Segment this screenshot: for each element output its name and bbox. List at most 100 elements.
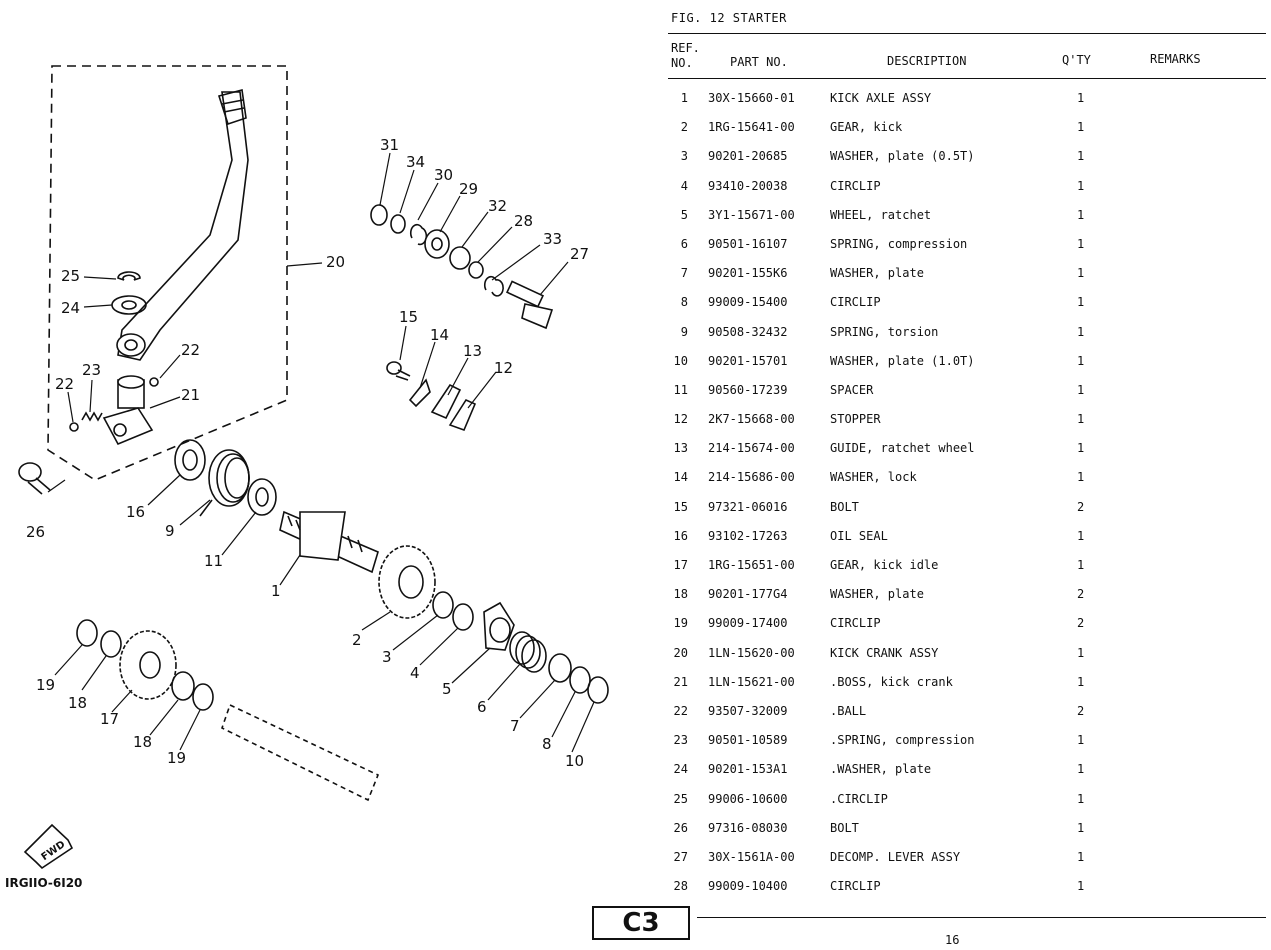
part-no-cell: 1LN-15621-00 (708, 674, 795, 689)
ball-22 (149, 377, 159, 387)
qty-cell: 1 (1077, 412, 1085, 427)
ref-cell: 15 (673, 499, 688, 514)
callout-7: 7 (510, 717, 520, 735)
ref-cell: 27 (673, 849, 688, 864)
callout-26: 26 (26, 523, 45, 541)
circlip-28 (468, 261, 484, 279)
description-cell: .BOSS, kick crank (830, 674, 953, 689)
ref-cell: 20 (673, 645, 688, 660)
ball-22b (69, 422, 79, 432)
part-no-cell: 90201-153A1 (708, 762, 788, 777)
qty-cell: 1 (1077, 207, 1085, 222)
callout-19a: 19 (36, 676, 55, 694)
part-no-cell: 99009-15400 (708, 295, 788, 310)
ref-cell: 22 (673, 703, 688, 718)
kick-idle-gear-17 (119, 630, 177, 700)
spring-30 (409, 223, 428, 246)
description-cell: DECOMP. LEVER ASSY (830, 849, 961, 864)
part-no-cell: 97316-08030 (708, 820, 788, 835)
part-no-cell: 90508-32432 (708, 324, 788, 339)
description-cell: SPRING, compression (830, 236, 968, 251)
qty-cell: 1 (1077, 295, 1085, 310)
qty-cell: 1 (1077, 645, 1085, 660)
column-header-description: DESCRIPTION (887, 54, 967, 68)
spring-33 (483, 275, 504, 297)
part-no-cell: 1RG-15651-00 (708, 558, 795, 572)
drawing-code: IRGIIO-6I20 (5, 876, 83, 890)
exploded-parts-diagram: FWD (18, 65, 609, 870)
callout-32: 32 (488, 197, 507, 215)
page-code: C3 (592, 906, 690, 940)
callout-24: 24 (61, 299, 80, 317)
callout-8: 8 (542, 735, 552, 753)
qty-cell: 1 (1077, 91, 1085, 105)
callout-19b: 19 (167, 749, 186, 767)
kick-crank-assembly-box (47, 65, 288, 481)
qty-cell: 1 (1077, 441, 1085, 456)
callout-22b: 22 (55, 375, 74, 393)
column-header-ref-no: REF. NO. (671, 41, 700, 71)
callout-21: 21 (181, 386, 200, 404)
ref-cell: 7 (680, 266, 688, 281)
callout-10: 10 (565, 752, 584, 770)
callout-22a: 22 (181, 341, 200, 359)
callout-27: 27 (570, 245, 589, 263)
part-no-cell: 90201-177G4 (708, 587, 788, 602)
callout-11: 11 (204, 552, 223, 570)
description-cell: KICK AXLE ASSY (830, 91, 932, 105)
qty-cell: 1 (1077, 178, 1085, 193)
qty-cell: 1 (1077, 470, 1085, 485)
qty-cell: 1 (1077, 791, 1085, 806)
header-rule-top (668, 33, 1266, 34)
oil-seal-16 (174, 439, 206, 481)
ref-cell: 23 (673, 733, 688, 748)
description-cell: CIRCLIP (830, 295, 881, 310)
circlip-25 (117, 271, 141, 281)
lock-washer-14 (408, 378, 431, 408)
qty-cell: 1 (1077, 149, 1085, 164)
ref-cell: 13 (673, 441, 688, 456)
part-no-cell: 99006-10600 (708, 791, 788, 806)
circlip-31 (370, 204, 388, 226)
description-cell: .WASHER, plate (830, 762, 932, 777)
ref-line-1: REF. (671, 41, 700, 55)
part-no-cell: 1LN-15620-00 (708, 645, 795, 660)
washer-3 (432, 591, 454, 619)
callout-16: 16 (126, 503, 145, 521)
ref-cell: 24 (673, 762, 688, 777)
callout-5: 5 (442, 680, 452, 698)
description-cell: BOLT (830, 499, 859, 514)
part-no-cell: 214-15686-00 (708, 470, 795, 485)
description-cell: WASHER, plate (0.5T) (830, 149, 975, 164)
ref-cell: 5 (680, 207, 688, 222)
column-header-qty: Q'TY (1062, 53, 1091, 67)
description-cell: .BALL (830, 703, 867, 718)
bolt-26 (18, 462, 51, 495)
part-no-cell: 3Y1-15671-00 (708, 207, 795, 222)
callout-9: 9 (165, 522, 175, 540)
qty-cell: 1 (1077, 733, 1085, 748)
qty-cell: 2 (1077, 703, 1085, 718)
spacer-11 (247, 478, 277, 516)
callout-15: 15 (399, 308, 418, 326)
decomp-lever-27 (505, 280, 554, 330)
description-cell: .SPRING, compression (830, 733, 975, 748)
description-cell: STOPPER (830, 412, 881, 427)
ref-cell: 21 (673, 674, 688, 689)
